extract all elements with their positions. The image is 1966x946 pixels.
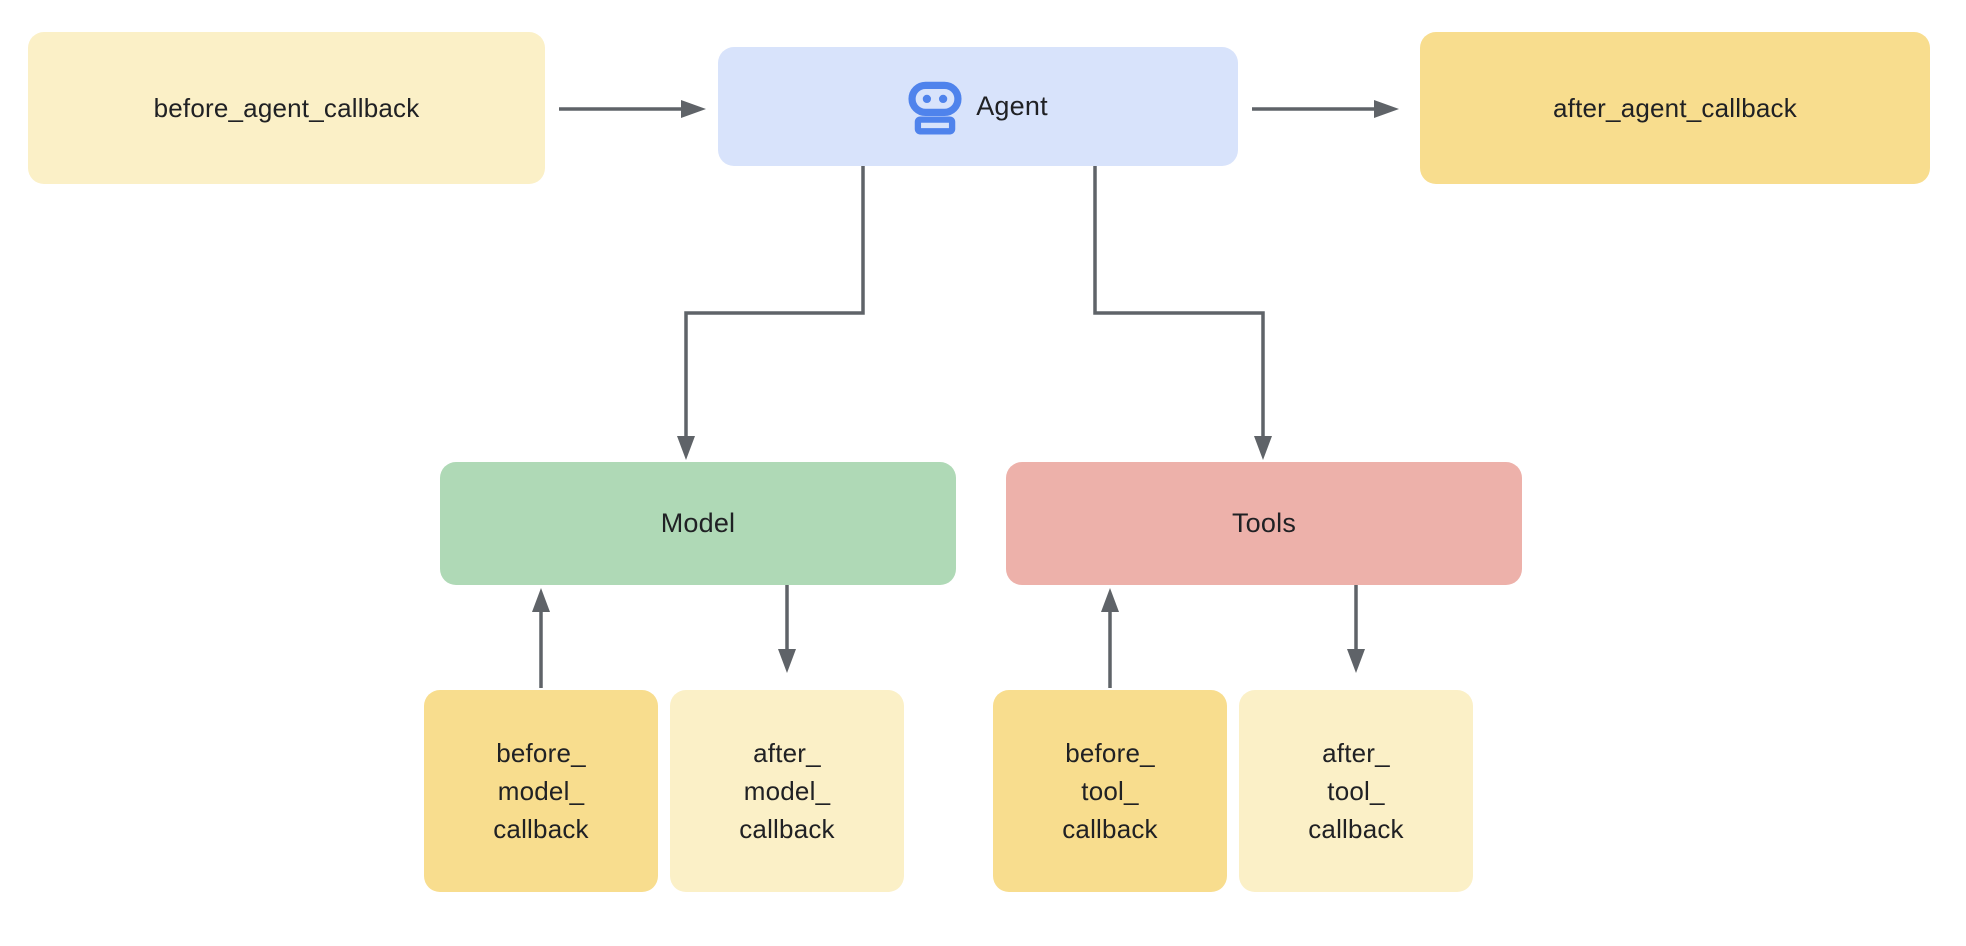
node-label: after_ model_ callback [739,738,835,844]
node-model: Model [440,462,956,585]
node-label: Agent [976,91,1048,121]
node-label: after_agent_callback [1553,92,1797,123]
node-after-model-callback: after_ model_ callback [670,690,904,892]
edge-tools-to-after-tool [1347,585,1365,673]
node-before-tool-callback: before_ tool_ callback [993,690,1227,892]
node-agent: Agent [718,47,1238,166]
node-label: before_agent_callback [153,92,420,123]
edge-before-tool-to-tools [1101,588,1119,688]
edge-model-to-after-model [778,585,796,673]
node-before-agent-callback: before_agent_callback [28,32,545,184]
node-label: after_ tool_ callback [1308,738,1404,844]
edge-agent-to-tools [1093,166,1272,460]
node-after-agent-callback: after_agent_callback [1420,32,1930,184]
node-label: before_ tool_ callback [1062,738,1158,844]
edge-before-model-to-model [532,588,550,688]
node-label: Tools [1231,508,1297,538]
node-label: before_ model_ callback [493,738,589,844]
edge-before-agent-to-agent [559,100,706,118]
edge-agent-to-after-agent [1252,100,1399,118]
edge-agent-to-model [677,166,865,460]
node-after-tool-callback: after_ tool_ callback [1239,690,1473,892]
node-label: Model [660,508,736,538]
node-tools: Tools [1006,462,1522,585]
node-before-model-callback: before_ model_ callback [424,690,658,892]
robot-icon [908,81,962,134]
